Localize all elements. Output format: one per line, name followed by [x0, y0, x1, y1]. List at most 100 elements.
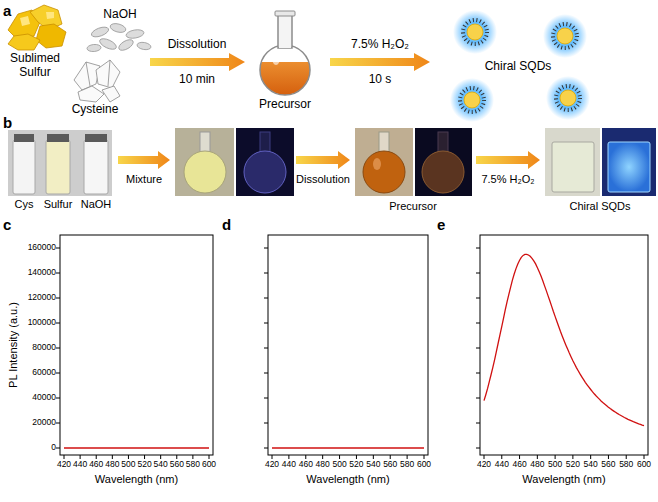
axis-tick-label: 580: [619, 460, 633, 470]
tick-mark: [64, 455, 65, 459]
axis-tick-label: 520: [137, 460, 151, 470]
axis-tick-label: 480: [530, 460, 544, 470]
material-label: Cysteine: [72, 103, 119, 117]
tick-mark: [476, 348, 480, 349]
tick-mark: [56, 423, 60, 424]
axis-tick-label: 40000: [32, 393, 56, 403]
round-flask: [260, 11, 310, 95]
process-arrow: [150, 53, 245, 71]
tick-mark: [264, 448, 268, 449]
tick-mark: [626, 455, 627, 459]
axis-tick-label: 20000: [32, 418, 56, 428]
pl-spectrum: [64, 447, 209, 448]
step-label: 7.5% H₂O₂: [481, 173, 534, 186]
process-arrow: [330, 53, 430, 71]
axis-tick-label: 500: [332, 460, 346, 470]
precursor-photo: [355, 128, 472, 196]
material-label: Cys: [15, 198, 34, 211]
material-label: Sublimed Sulfur: [3, 52, 67, 80]
time-label: 10 s: [369, 73, 392, 87]
axis-tick-label: 520: [566, 460, 580, 470]
plot-frame: [60, 235, 213, 455]
axis-tick-label: 480: [316, 460, 330, 470]
tick-mark: [476, 448, 480, 449]
tick-mark: [264, 423, 268, 424]
process-arrow: [296, 151, 350, 169]
tick-mark: [322, 455, 323, 459]
pl-spectrum: [272, 447, 424, 448]
axis-tick-label: 420: [57, 460, 71, 470]
tick-mark: [572, 455, 573, 459]
step-label: Mixture: [126, 173, 162, 186]
tick-mark: [476, 248, 480, 249]
tick-mark: [176, 455, 177, 459]
axis-tick-label: 560: [601, 460, 615, 470]
quantum-dots: [450, 10, 590, 122]
tick-mark: [476, 398, 480, 399]
axis-tick-label: 480: [105, 460, 119, 470]
material-label: NaOH: [103, 8, 136, 22]
axis-tick-label: 420: [477, 460, 491, 470]
tick-mark: [407, 455, 408, 459]
axis-tick-label: 460: [299, 460, 313, 470]
axis-tick-label: 60000: [32, 368, 56, 378]
pl-spectrum: [484, 254, 644, 425]
product-label: Precursor: [389, 200, 437, 213]
step-label: 7.5% H₂O₂: [351, 38, 409, 52]
axis-tick-label: 540: [154, 460, 168, 470]
tick-mark: [56, 298, 60, 299]
axis-tick-label: 520: [349, 460, 363, 470]
step-label: Dissolution: [168, 38, 227, 52]
tick-mark: [264, 398, 268, 399]
tick-mark: [476, 273, 480, 274]
axis-tick-label: 580: [400, 460, 414, 470]
tick-mark: [264, 273, 268, 274]
plot-frame: [480, 235, 648, 455]
tick-mark: [339, 455, 340, 459]
tick-mark: [56, 323, 60, 324]
material-label: Sulfur: [44, 198, 73, 211]
axis-tick-label: 500: [548, 460, 562, 470]
tick-mark: [192, 455, 193, 459]
tick-mark: [590, 455, 591, 459]
axis-tick-label: 540: [366, 460, 380, 470]
tick-mark: [128, 455, 129, 459]
panel-letter: c: [3, 216, 11, 233]
plot-c: [56, 235, 213, 459]
tick-mark: [264, 348, 268, 349]
axis-tick-label: 580: [186, 460, 200, 470]
product-label: Chiral SQDs: [569, 200, 630, 213]
plot-e: [476, 235, 648, 459]
panel-letter: e: [437, 216, 445, 233]
axis-tick-label: 420: [265, 460, 279, 470]
axis-title: Wavelength (nm): [522, 473, 605, 486]
axis-tick-label: 440: [73, 460, 87, 470]
naoh-pellets: [87, 22, 152, 52]
axis-tick-label: 0: [51, 443, 56, 453]
tick-mark: [476, 423, 480, 424]
tick-mark: [537, 455, 538, 459]
reagent-photo: [8, 130, 112, 196]
tick-mark: [96, 455, 97, 459]
material-label: NaOH: [81, 198, 112, 211]
process-arrow: [476, 151, 540, 169]
axis-tick-label: 500: [121, 460, 135, 470]
tick-mark: [56, 248, 60, 249]
cysteine-crystals: [74, 60, 120, 102]
tick-mark: [356, 455, 357, 459]
axis-tick-label: 120000: [28, 293, 56, 303]
tick-mark: [264, 298, 268, 299]
tick-mark: [144, 455, 145, 459]
axis-tick-label: 600: [637, 460, 651, 470]
tick-mark: [555, 455, 556, 459]
time-label: 10 min: [179, 73, 215, 87]
tick-mark: [288, 455, 289, 459]
axis-tick-label: 560: [383, 460, 397, 470]
tick-mark: [160, 455, 161, 459]
axis-tick-label: 100000: [28, 318, 56, 328]
tick-mark: [476, 323, 480, 324]
tick-mark: [644, 455, 645, 459]
process-arrow: [118, 151, 170, 169]
